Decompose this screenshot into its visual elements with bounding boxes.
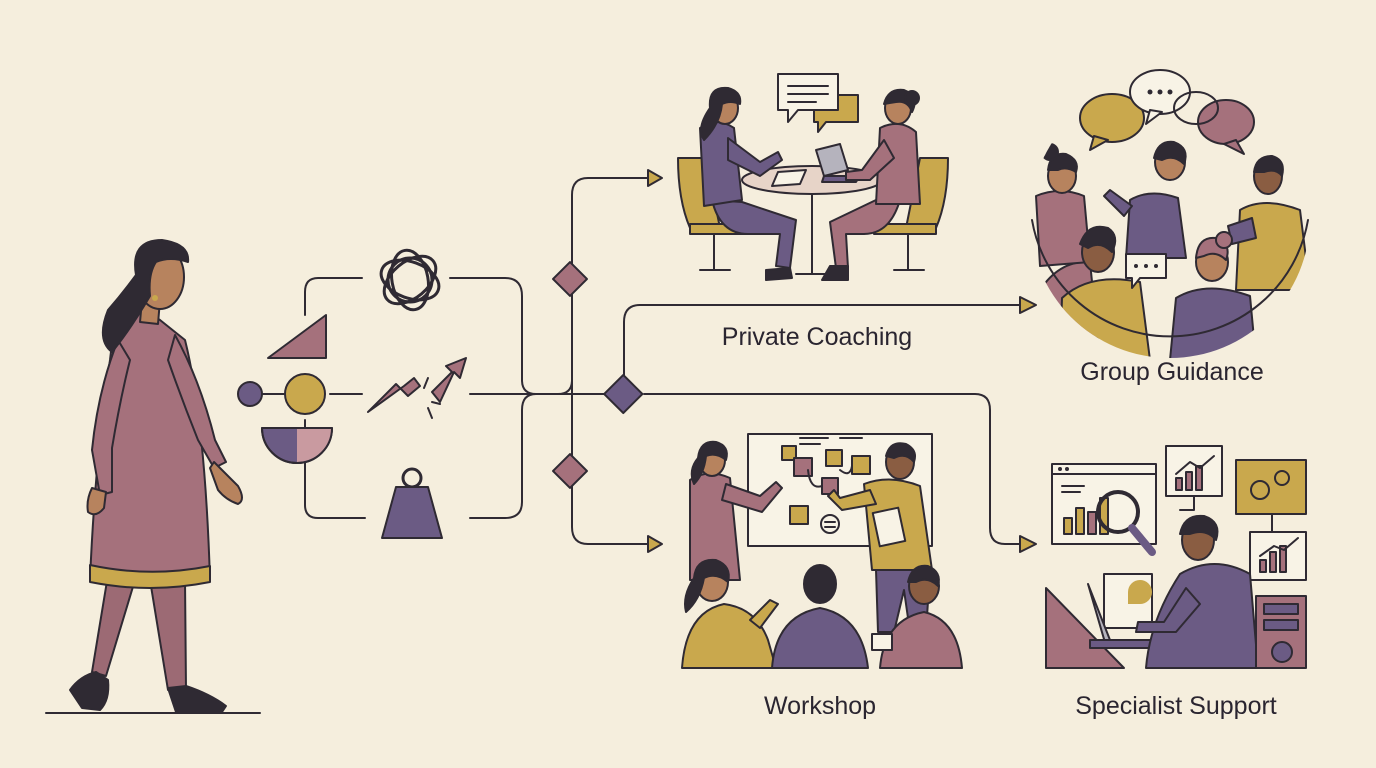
option-label-group-guidance: Group Guidance — [1080, 358, 1264, 386]
private-coaching-illustration — [677, 73, 949, 281]
weight-icon — [381, 467, 443, 539]
specialist-support-illustration — [1045, 445, 1307, 669]
option-label-specialist-support: Specialist Support — [1075, 692, 1277, 720]
workshop-illustration — [681, 433, 963, 669]
shapes-icon — [237, 314, 333, 464]
arrowheads — [647, 169, 1037, 553]
option-label-private-coaching: Private Coaching — [721, 323, 913, 351]
connector-lines — [261, 177, 1023, 545]
group-guidance-illustration — [1031, 69, 1310, 358]
broken-arrow-icon — [367, 357, 467, 419]
woman-figure — [45, 239, 261, 714]
decision-diamond-icon — [552, 453, 588, 489]
option-label-workshop: Workshop — [763, 692, 877, 720]
decision-diamond-icon — [603, 373, 644, 415]
knot-icon — [379, 248, 441, 312]
decision-diamond-icon — [552, 261, 588, 297]
